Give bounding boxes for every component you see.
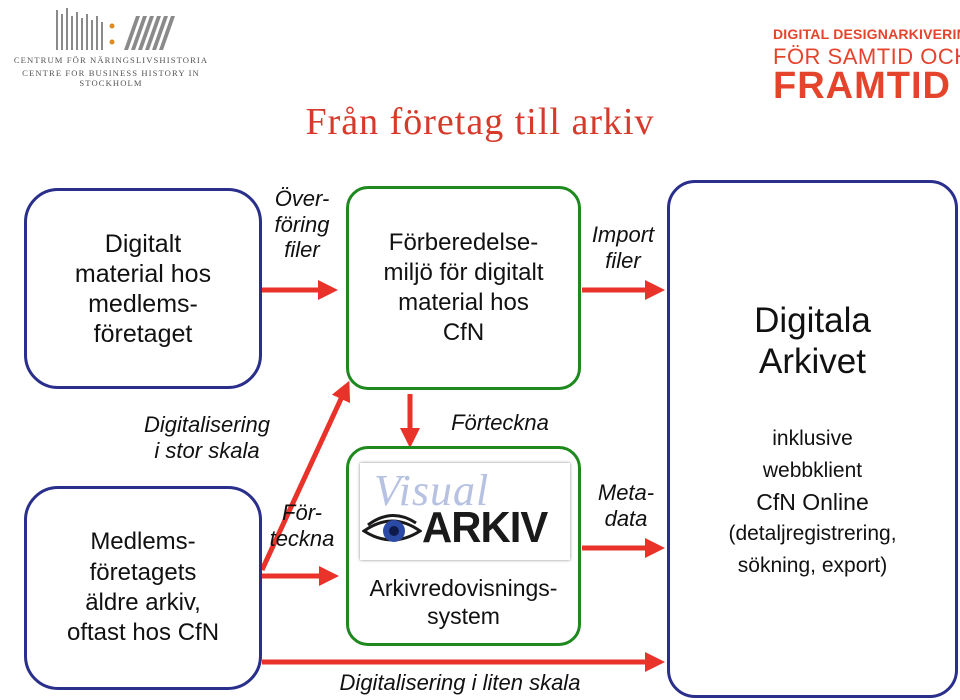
label-line: För-	[282, 500, 322, 525]
page-title: Från företag till arkiv	[305, 101, 655, 143]
box-line: CfN	[442, 319, 485, 346]
label-line: filer	[284, 237, 320, 263]
cfn-logo-line2: CENTRE FOR BUSINESS HISTORY IN STOCKHOLM	[22, 68, 200, 88]
archive-title-line: Arkivet	[759, 342, 866, 382]
arkiv-logo-word: ARKIV	[422, 503, 548, 552]
label-digitize-large: Digitalisering i stor skala	[120, 412, 294, 463]
label-register-center: Förteckna	[451, 410, 549, 435]
archive-title-line: Digitala	[754, 301, 871, 340]
visual-logo-word: Visual	[374, 466, 490, 515]
box-line: Arkivredovisnings-	[369, 574, 558, 601]
archive-detail-line: CfN Online	[756, 488, 869, 515]
label-digitize-small: Digitalisering i liten skala	[339, 670, 581, 695]
box-line: Förberedelse-	[388, 229, 539, 256]
label-line: Import	[591, 222, 655, 247]
label-transfer: Över- föring filer	[262, 186, 342, 263]
dda-logo-line3: FRAMTID	[773, 65, 951, 107]
dda-logo-line1: DIGITAL DESIGNARKIVERING	[773, 26, 960, 42]
archive-detail-line: inklusive	[772, 426, 853, 450]
box-line: företaget	[93, 319, 193, 348]
box-digital-material: Digitalt material hos medlems- företaget	[24, 188, 262, 389]
box-line: miljö för digitalt	[383, 259, 544, 286]
box-line: Digitalt	[104, 229, 182, 258]
archive-detail-line: (detaljregistrering,	[728, 521, 897, 545]
arrow-digitize-large	[259, 380, 351, 572]
label-line: Digitalisering	[144, 412, 270, 437]
label-line: föring	[274, 211, 330, 237]
label-line: teckna	[269, 525, 335, 551]
box-line: äldre arkiv,	[85, 589, 201, 616]
label-metadata: Meta- data	[583, 480, 669, 531]
box-line: system	[427, 603, 500, 630]
cfn-logo-line1: CENTRUM FÖR NÄRINGSLIVSHISTORIA	[13, 55, 209, 65]
archive-detail-line: webbklient	[762, 459, 863, 483]
box-line: material hos	[398, 289, 529, 316]
label-line: filer	[605, 247, 641, 273]
box-digital-archive: Digitala Arkivet inklusive webbklient Cf…	[667, 180, 958, 698]
label-register-left: För- teckna	[262, 500, 342, 551]
dda-logo-line2: FÖR SAMTID OCH	[773, 44, 960, 69]
label-import: Import filer	[578, 222, 668, 273]
eye-icon	[362, 514, 422, 542]
box-line: oftast hos CfN	[66, 619, 220, 647]
box-line: Medlems-	[90, 528, 196, 556]
box-old-archive: Medlems- företagets äldre arkiv, oftast …	[24, 486, 262, 690]
box-preparation: Förberedelse- miljö för digitalt materia…	[346, 186, 581, 390]
label-line: Över-	[274, 186, 330, 211]
box-line: medlems-	[88, 289, 198, 318]
box-line: företagets	[89, 558, 197, 586]
archive-detail-line: sökning, export)	[737, 554, 888, 578]
label-line: i stor skala	[154, 437, 260, 463]
box-line: material hos	[74, 259, 212, 288]
label-line: Meta-	[597, 480, 655, 505]
visual-arkiv-logo: Visual ARKIV	[360, 463, 570, 560]
label-line: data	[604, 505, 648, 531]
cfn-logo-mark	[56, 8, 175, 50]
